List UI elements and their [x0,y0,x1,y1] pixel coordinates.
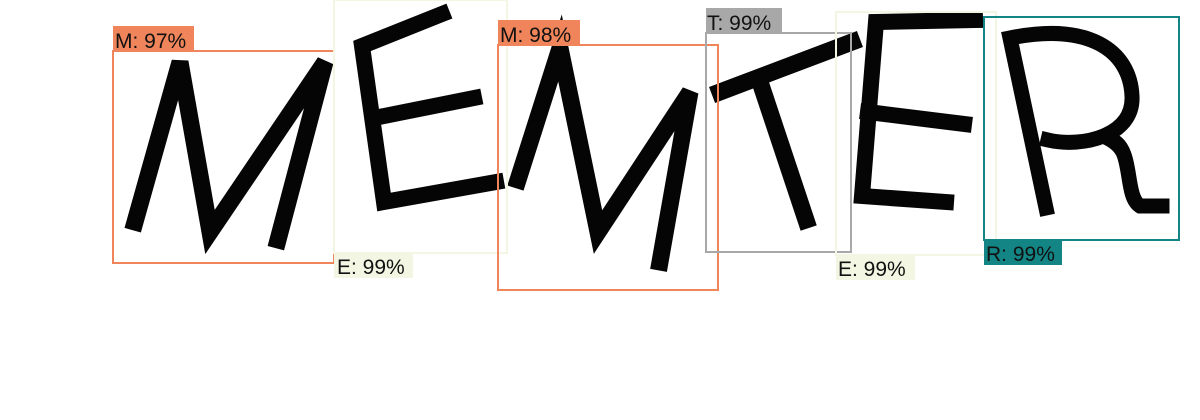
detection-label-m-1: M: 97% [113,26,194,53]
handwritten-letter-m-2 [507,14,699,272]
label-text-m-2: M: 98% [500,24,571,47]
detection-label-e-2: E: 99% [836,255,915,281]
detection-label-e-1: E: 99% [334,253,413,279]
detection-label-r: R: 99% [984,240,1062,266]
label-bg-m-1 [113,26,194,51]
label-text-m-1: M: 97% [115,30,186,53]
handwritten-letter-m-1 [124,57,334,255]
label-text-e-2: E: 99% [838,258,906,281]
label-bg-t [706,8,782,33]
detection-box-r[interactable] [983,16,1180,241]
label-text-t: T: 99% [707,12,771,35]
detection-labels: M: 97% E: 99% M: 98% T: 99% E: 99% R: 99… [113,8,1062,281]
handwritten-letter-e-2 [853,11,984,211]
handwritten-letter-e-1 [353,3,506,212]
label-bg-e-1 [334,253,413,278]
detection-box-e-1[interactable] [333,0,508,254]
detection-label-t: T: 99% [706,8,782,35]
detection-boxes [112,0,1180,291]
label-bg-e-2 [836,255,915,280]
handwritten-letter-t [709,31,863,231]
detection-label-m-2: M: 98% [498,20,580,47]
label-bg-r [984,240,1062,265]
label-text-r: R: 99% [986,243,1055,266]
handwritten-letter-r [1001,26,1170,217]
detection-box-m-2[interactable] [497,44,719,291]
detection-box-e-2[interactable] [835,11,997,256]
label-text-e-1: E: 99% [337,256,405,279]
label-bg-m-2 [498,20,580,45]
handwritten-word-image [124,3,1170,272]
